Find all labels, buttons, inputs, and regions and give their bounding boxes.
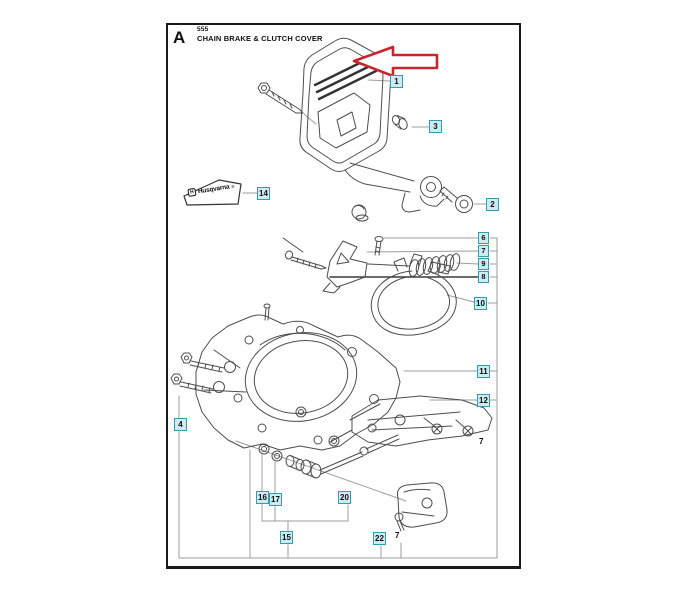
callout-16: 16 (256, 491, 269, 504)
registered-mark: ® (230, 183, 235, 189)
callout-7: 7 (478, 245, 489, 257)
cover-screw-drawing (439, 186, 473, 213)
highlight-arrow-left-icon (352, 45, 439, 78)
callout-20: 20 (338, 491, 351, 504)
callout-10: 10 (474, 297, 487, 310)
cover-knob-drawing (351, 204, 369, 222)
husqvarna-crown-icon: H (187, 187, 197, 197)
callout-12: 12 (477, 394, 490, 407)
section-letter: A (173, 28, 186, 47)
brake-band-drawing (370, 253, 457, 336)
callout-15: 15 (280, 531, 293, 544)
callout-17: 17 (269, 493, 282, 506)
tensioner-screw-set-drawing (258, 434, 400, 479)
callout-8: 8 (478, 271, 489, 283)
rear-bracket-drawing (351, 395, 493, 447)
model-number: 555 (197, 26, 209, 33)
callout-2: 2 (486, 198, 499, 211)
chain-catcher-drawing (394, 482, 448, 532)
callout-3: 3 (429, 120, 442, 133)
plug-drawing (391, 115, 408, 130)
crankcase-stud-bolts-drawing (170, 352, 225, 394)
crankcase-drawing (195, 303, 401, 451)
mounting-bolt-drawing (257, 82, 304, 114)
callout-6: 6 (478, 232, 489, 244)
part-label-7a: 7 (479, 437, 484, 446)
brand-name: Husqvarna (197, 183, 230, 195)
logo-plate-drawing (183, 179, 242, 206)
leader-lines (178, 79, 498, 559)
callout-9: 9 (478, 258, 489, 270)
part-label-7b: 7 (395, 531, 400, 540)
callout-22: 22 (373, 532, 386, 545)
tensioner-linkage-drawing (282, 236, 411, 294)
diagram-frame (166, 23, 521, 569)
callout-14: 14 (257, 187, 270, 200)
page-title: CHAIN BRAKE & CLUTCH COVER (197, 34, 323, 43)
callout-4: 4 (174, 418, 187, 431)
callout-11: 11 (477, 365, 490, 378)
callout-1: 1 (390, 75, 403, 88)
